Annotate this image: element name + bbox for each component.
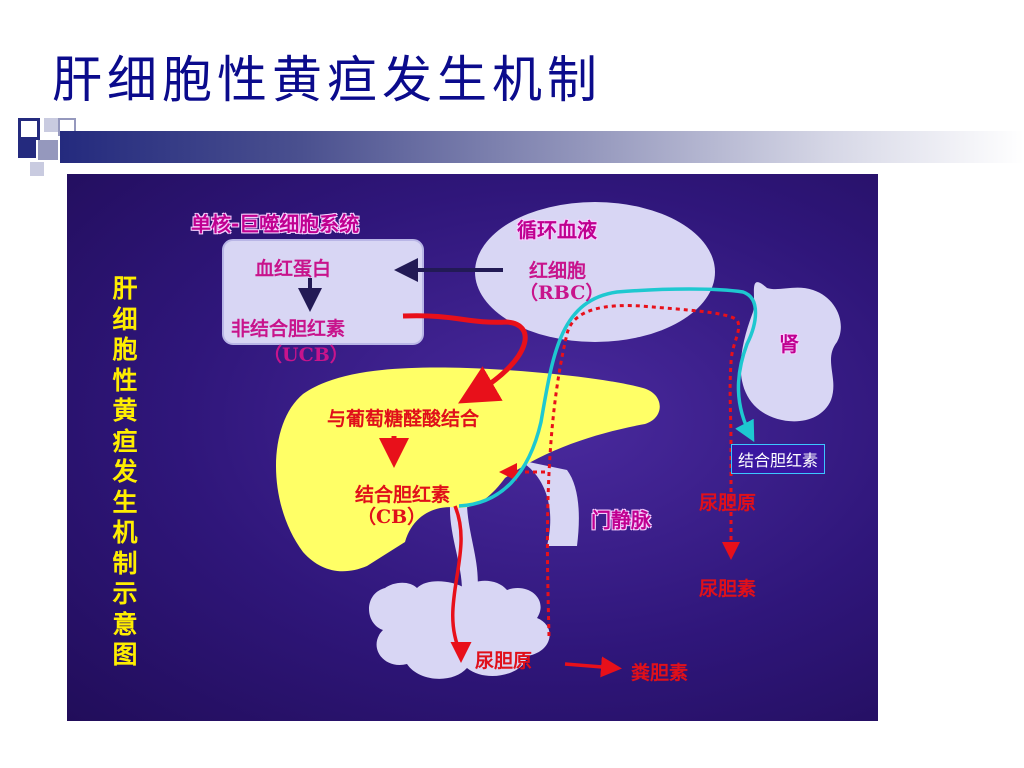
- ucb-en-label: （UCB）: [263, 344, 349, 366]
- diagram-shapes: [222, 202, 841, 679]
- rbc-cn-label: 红细胞: [529, 260, 587, 282]
- enterohepatic-dotted-path: [545, 304, 741, 637]
- mononuclear-box: [222, 239, 424, 345]
- decor-square: [44, 118, 58, 132]
- ucb-to-liver-arrow: [402, 313, 528, 404]
- cyan-reflux-path: [458, 287, 758, 508]
- urobilinogen-kidney-label: 尿胆原: [699, 492, 757, 514]
- rbc-en-label: （RBC）: [519, 282, 605, 304]
- slide-title: 肝细胞性黄疸发生机制: [52, 51, 602, 109]
- urobilinogen-gut-label: 尿胆原: [475, 650, 533, 672]
- decor-square: [30, 162, 44, 176]
- gut-to-stercobilin-arrow: [564, 656, 622, 678]
- cb-to-gut-path: [450, 505, 472, 663]
- decor-square: [38, 140, 58, 160]
- decor-square: [18, 140, 36, 158]
- circulation-label: 循环血液: [517, 218, 597, 242]
- conjugated-bilirubin-box: 结合胆红素: [731, 444, 826, 474]
- liver-shape: [276, 367, 660, 572]
- stercobilin-label: 粪胆素: [631, 662, 689, 684]
- kidney-label: 肾: [779, 332, 799, 356]
- bile-duct-shape: [449, 494, 478, 604]
- gut-shape: [369, 580, 550, 679]
- portal-vein-shape: [519, 460, 579, 546]
- title-underline-bar: [60, 131, 1024, 163]
- mononuclear-system-label: 单核-巨噬细胞系统: [191, 212, 360, 236]
- ucb-cn-label: 非结合胆红素: [231, 318, 346, 340]
- hemoglobin-label: 血红蛋白: [255, 258, 332, 280]
- vertical-title: 肝细胞性黄疸发生机制示意图: [112, 274, 138, 669]
- decor-square: [18, 118, 40, 140]
- kidney-shape: [740, 282, 841, 422]
- cb-cn-label: 结合胆红素: [355, 484, 451, 506]
- glucuronide-label: 与葡萄糖醛酸结合: [327, 408, 480, 430]
- urobilin-label: 尿胆素: [699, 578, 757, 600]
- portal-vein-label: 门静脉: [591, 508, 651, 532]
- diagram-panel: 肝细胞性黄疸发生机制示意图 单核-巨噬细胞系统 循环血液 血红蛋白 红细胞 （R…: [67, 174, 878, 721]
- cb-en-label: （CB）: [357, 506, 427, 528]
